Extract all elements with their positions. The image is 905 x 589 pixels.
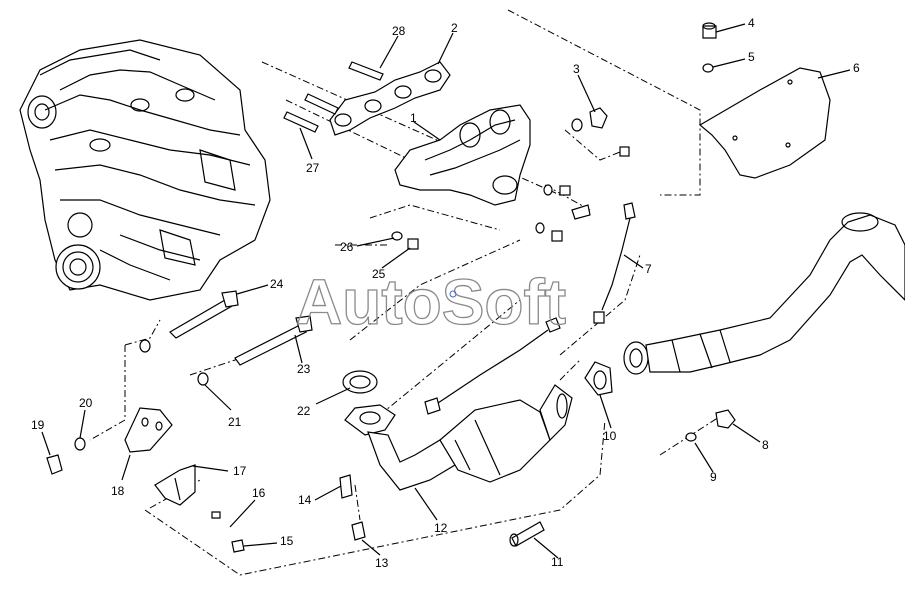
callout-24: 24: [270, 277, 284, 291]
engine-block: [19, 39, 271, 301]
leader-lines: [41, 23, 851, 559]
callout-18: 18: [111, 484, 125, 498]
lower-fasteners: [339, 409, 736, 547]
callout-15: 15: [280, 534, 294, 548]
callout-21: 21: [228, 415, 242, 429]
callout-8: 8: [762, 438, 769, 452]
callout-16: 16: [252, 486, 266, 500]
callout-25: 25: [372, 267, 386, 281]
callout-numbers: 1 2 3 4 5 6 7 8 9 10 11 12 13 14 15 16 1…: [31, 16, 860, 570]
callout-13: 13: [375, 556, 389, 570]
oxygen-sensors: [424, 202, 636, 415]
callout-22: 22: [297, 404, 311, 418]
callout-3: 3: [573, 62, 580, 76]
watermark-text: AutoSoft: [296, 266, 566, 338]
callout-10: 10: [603, 429, 617, 443]
manifold-fasteners: [391, 107, 630, 250]
manifold-studs: [283, 61, 384, 133]
heat-shield: [698, 22, 831, 179]
callout-4: 4: [748, 16, 755, 30]
bracket-bolts: [139, 290, 313, 386]
callout-20: 20: [79, 396, 93, 410]
callout-19: 19: [31, 418, 45, 432]
manifold-gasket: [329, 61, 451, 136]
watermark-dot: [449, 290, 457, 298]
callout-11: 11: [551, 555, 564, 569]
callout-17: 17: [233, 464, 247, 478]
exhaust-bracket: [46, 407, 245, 553]
callout-14: 14: [298, 493, 312, 507]
callout-7: 7: [645, 262, 652, 276]
callout-26: 26: [340, 240, 354, 254]
exhaust-manifold: [394, 104, 531, 206]
callout-12: 12: [434, 521, 448, 535]
front-pipe-catalyst: [344, 384, 573, 491]
callout-6: 6: [853, 61, 860, 75]
callout-9: 9: [710, 470, 717, 484]
flange-gaskets: [342, 361, 613, 396]
callout-5: 5: [748, 50, 755, 64]
callout-23: 23: [297, 362, 311, 376]
rear-pipe-muffler: [623, 212, 905, 375]
callout-2: 2: [451, 21, 458, 35]
callout-1: 1: [410, 111, 417, 125]
callout-27: 27: [306, 161, 320, 175]
callout-28: 28: [392, 24, 406, 38]
